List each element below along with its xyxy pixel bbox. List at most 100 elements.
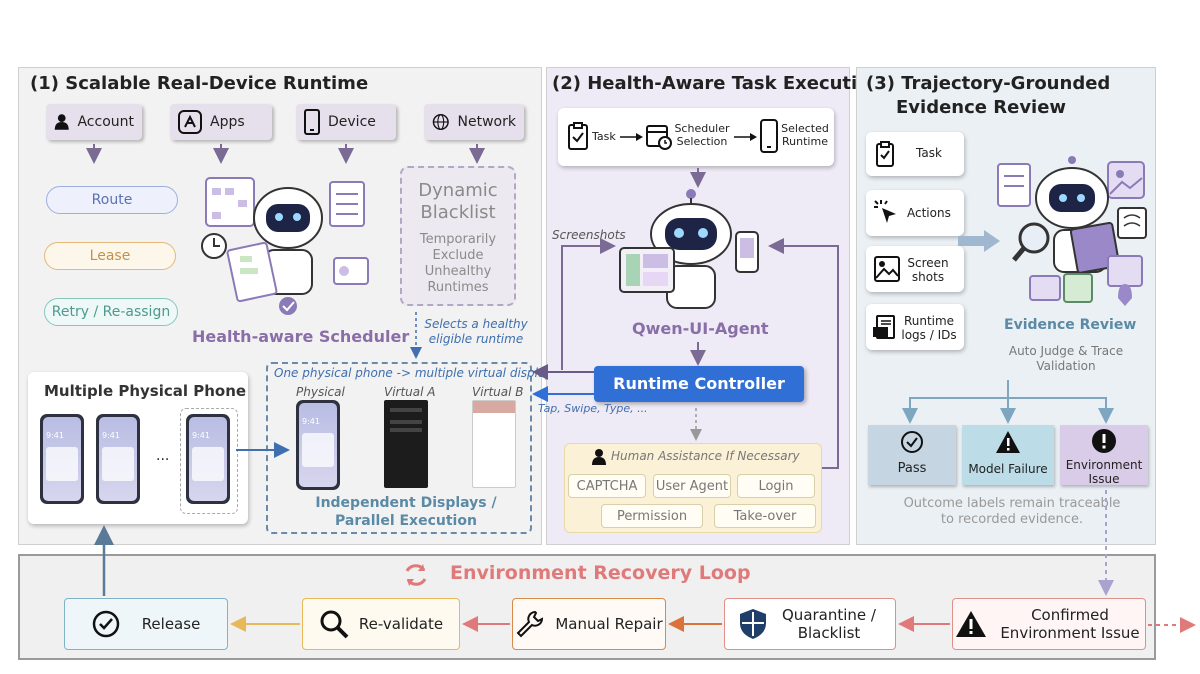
phone-mockup [96, 414, 140, 504]
evidence-review-description: Auto Judge & Trace Validation [1008, 344, 1124, 373]
phone-mockup [40, 414, 84, 504]
evidence-actions-label: Actions [907, 206, 951, 220]
physical-phones-title: Multiple Physical Phone [44, 382, 247, 400]
runtime-controller-box: Runtime Controller [594, 366, 804, 402]
evidence-review-label: Evidence Review [1004, 317, 1137, 333]
execution-panel-title: (2) Health-Aware Task Execution [552, 73, 883, 94]
task-flow-card: Task Scheduler Selection Selected Runtim… [558, 108, 834, 166]
agent-label: Qwen-UI-Agent [632, 319, 769, 338]
outcome-note: Outcome labels remain traceable to recor… [903, 496, 1121, 527]
virtual-display-b-mockup [472, 400, 516, 488]
apps-chip-label: Apps [210, 114, 245, 130]
selected-phone-frame [180, 408, 238, 514]
lease-pill: Lease [44, 242, 176, 270]
device-chip-label: Device [328, 114, 376, 130]
account-chip: Account [46, 104, 142, 140]
quarantine-label: Quarantine / Blacklist [782, 606, 876, 642]
confirmed-issue-step: Confirmed Environment Issue [952, 598, 1146, 650]
selects-healthy-note: Selects a healthy eligible runtime [424, 317, 528, 346]
human-assistance-title: Human Assistance If Necessary [611, 449, 800, 463]
apps-chip: Apps [170, 104, 272, 140]
quarantine-step: Quarantine / Blacklist [724, 598, 896, 650]
screenshots-label: Screenshots [552, 228, 626, 242]
pass-outcome: Pass [868, 425, 956, 485]
flow-task-label: Task [592, 130, 616, 143]
physical-display-mockup [296, 400, 340, 490]
permission-option: Permission [601, 504, 703, 528]
globe-icon [432, 113, 449, 131]
pass-label: Pass [897, 461, 927, 476]
image-icon [874, 256, 900, 282]
clipboard-icon [876, 141, 894, 167]
agent-robot-illustration [619, 189, 759, 309]
display-label-virtual-a: Virtual A [384, 385, 436, 399]
dynamic-blacklist-box: Dynamic Blacklist Temporarily Exclude Un… [400, 166, 516, 306]
phone-mockup [186, 414, 230, 504]
network-chip-label: Network [457, 114, 516, 130]
revalidate-label: Re-validate [358, 615, 444, 633]
warning-icon [956, 611, 986, 637]
clipboard-icon [568, 122, 588, 150]
displays-caption: Independent Displays / Parallel Executio… [315, 495, 497, 529]
independent-displays-box [266, 362, 532, 534]
smartphone-icon [760, 119, 778, 153]
model-failure-label: Model Failure [968, 462, 1048, 476]
model-failure-outcome: Model Failure [962, 425, 1054, 485]
account-chip-label: Account [77, 114, 134, 130]
actions-label: Tap, Swipe, Type, ... [538, 402, 648, 415]
user-icon [592, 449, 606, 465]
environment-issue-label: Environment Issue [1065, 458, 1143, 486]
user-agent-option: User Agent [653, 474, 731, 498]
arrow-right-icon [620, 133, 643, 141]
login-option: Login [737, 474, 815, 498]
thick-arrow-right-icon [958, 230, 1000, 252]
refresh-icon [405, 564, 427, 586]
take-over-option: Take-over [714, 504, 816, 528]
recovery-loop-title: Environment Recovery Loop [450, 562, 751, 584]
flow-scheduler-label: Scheduler Selection [674, 122, 730, 148]
manual-repair-label: Manual Repair [555, 615, 663, 633]
check-circle-icon [901, 431, 923, 453]
evidence-card-actions: Actions [866, 190, 964, 236]
calendar-clock-icon [646, 125, 672, 150]
display-label-physical: Physical [296, 385, 345, 399]
virtual-display-a-mockup [384, 400, 428, 488]
evidence-card-task: Task [866, 132, 964, 176]
arrow-right-icon [734, 133, 757, 141]
device-chip: Device [296, 104, 396, 140]
manual-repair-step: Manual Repair [512, 598, 666, 650]
blacklist-description: Temporarily Exclude Unhealthy Runtimes [419, 232, 497, 295]
evidence-task-label: Task [916, 146, 942, 160]
wrench-icon [516, 610, 544, 638]
smartphone-icon [304, 109, 320, 135]
flow-runtime-label: Selected Runtime [781, 122, 829, 148]
error-circle-icon [1092, 429, 1116, 453]
display-label-virtual-b: Virtual B [472, 385, 524, 399]
environment-issue-outcome: Environment Issue [1060, 425, 1148, 486]
check-circle-icon [92, 610, 119, 638]
evidence-card-screenshots: Screen shots [866, 246, 964, 292]
scheduler-robot-illustration [201, 177, 369, 315]
shield-icon [740, 609, 766, 639]
more-phones-ellipsis: ... [156, 448, 170, 464]
retry-pill: Retry / Re-assign [44, 298, 178, 326]
release-step: Release [64, 598, 228, 650]
user-icon [54, 114, 69, 130]
revalidate-step: Re-validate [302, 598, 460, 650]
evidence-screenshots-label: Screen shots [907, 256, 949, 284]
cursor-click-icon [874, 200, 896, 223]
multiple-physical-phone-card: Multiple Physical Phone ... [28, 372, 248, 524]
runtime-controller-label: Runtime Controller [613, 374, 785, 393]
evidence-panel-title-line2: Evidence Review [896, 97, 1067, 118]
evidence-logs-label: Runtime logs / IDs [901, 314, 957, 342]
release-label: Release [141, 615, 201, 633]
warning-icon [996, 431, 1020, 453]
route-pill: Route [46, 186, 178, 214]
review-robot-illustration [997, 156, 1147, 306]
captcha-option: CAPTCHA [568, 474, 646, 498]
evidence-panel-title-line1: (3) Trajectory-Grounded [866, 73, 1111, 94]
search-icon [320, 610, 349, 639]
virtual-displays-note: One physical phone -> multiple virtual d… [274, 366, 559, 380]
network-chip: Network [424, 104, 524, 140]
confirmed-issue-label: Confirmed Environment Issue [1000, 606, 1140, 642]
